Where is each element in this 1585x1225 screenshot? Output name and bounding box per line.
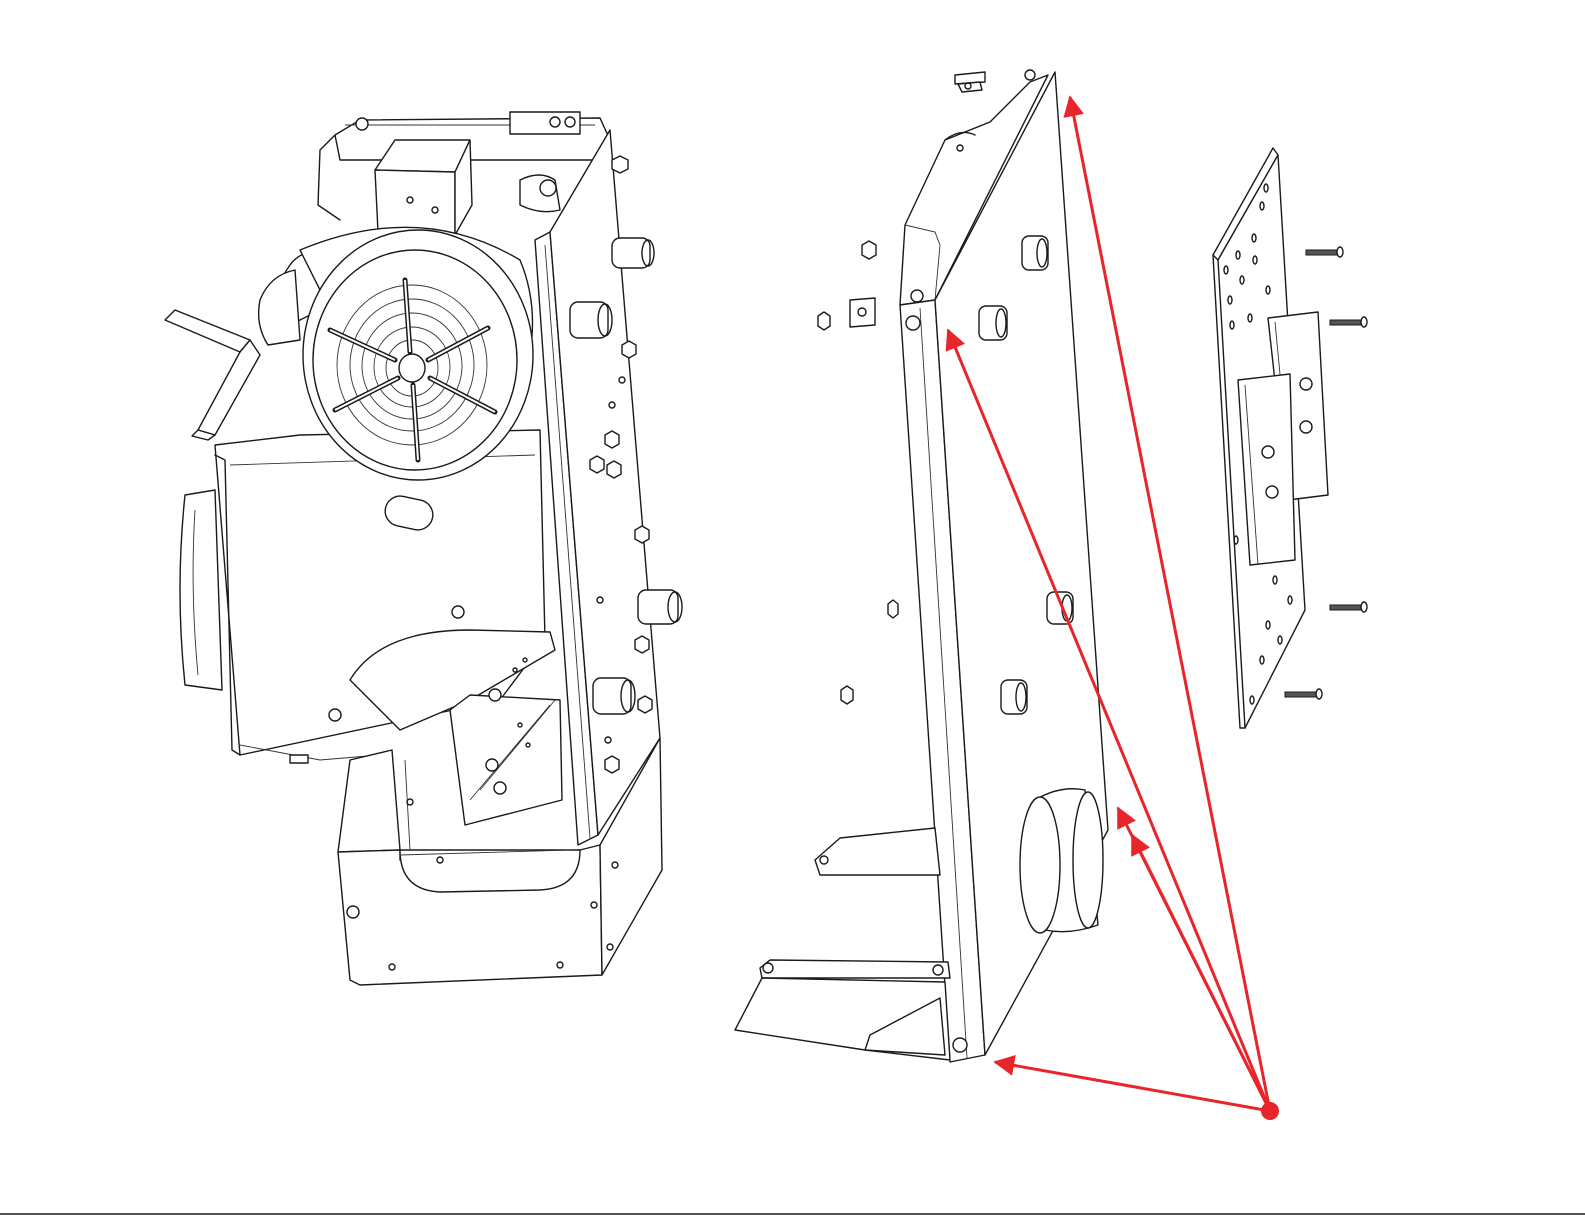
handle — [165, 310, 260, 440]
round-duct — [1020, 789, 1103, 933]
screw — [1306, 247, 1343, 257]
callout-arrow — [1118, 808, 1270, 1111]
assembled-unit — [165, 112, 682, 985]
callout-origin-dot — [1261, 1102, 1279, 1120]
fan-wheel — [303, 230, 533, 480]
side-panel-exploded — [735, 70, 1108, 1062]
screw — [1330, 317, 1367, 327]
screw — [1285, 689, 1322, 699]
mounting-plate — [1213, 148, 1328, 728]
callout-arrow — [995, 1062, 1270, 1111]
screw — [1330, 602, 1367, 612]
